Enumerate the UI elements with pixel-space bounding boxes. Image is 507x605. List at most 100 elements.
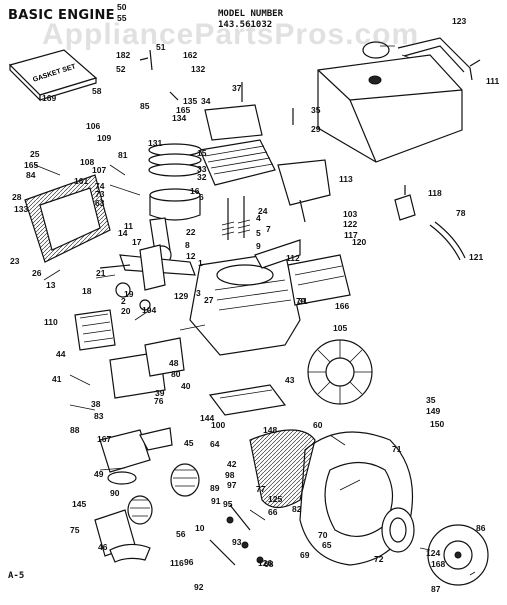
fuel-tank: [317, 41, 463, 163]
part-number-113: 113: [339, 174, 353, 184]
part-number-92: 92: [194, 582, 204, 592]
part-number-105: 105: [333, 323, 347, 333]
part-number-4: 4: [256, 213, 261, 223]
part-number-18: 18: [82, 286, 92, 296]
part-number-117: 117: [344, 230, 358, 240]
part-number-108: 108: [80, 157, 94, 167]
part-number-23: 23: [10, 256, 20, 266]
part-number-95: 95: [223, 499, 233, 509]
cylinder-block: [189, 239, 301, 356]
fuel-line: [429, 221, 466, 261]
part-number-6: 6: [199, 192, 204, 202]
gasket-set-box: GASKET SET: [8, 49, 98, 102]
part-number-42: 42: [227, 459, 237, 469]
part-number-38: 38: [91, 399, 101, 409]
part-number-34: 34: [201, 96, 211, 106]
part-number-44: 44: [56, 349, 66, 359]
part-number-22: 22: [186, 227, 196, 237]
part-number-169: 169: [42, 93, 56, 103]
part-number-8: 8: [185, 240, 190, 250]
part-number-145: 145: [72, 499, 86, 509]
carburetor: [99, 427, 173, 485]
part-number-71: 71: [392, 444, 402, 454]
part-number-68: 68: [264, 559, 274, 569]
part-number-125: 125: [268, 494, 282, 504]
part-number-60: 60: [313, 420, 323, 430]
part-number-135: 135: [183, 96, 197, 106]
part-number-35: 35: [426, 395, 436, 405]
part-number-11: 11: [124, 221, 133, 231]
leader-lines: [34, 45, 476, 576]
part-number-3: 3: [196, 288, 201, 298]
part-number-25: 25: [30, 149, 40, 159]
part-number-65: 65: [322, 540, 332, 550]
part-number-109: 109: [97, 133, 111, 143]
page-mark: A-5: [8, 571, 25, 581]
part-number-104: 104: [142, 305, 156, 315]
part-number-82: 82: [292, 504, 302, 514]
part-number-131: 131: [148, 138, 162, 148]
part-number-73: 73: [95, 189, 105, 199]
part-number-162: 162: [183, 50, 197, 60]
part-number-10: 10: [195, 523, 205, 533]
fuel-shutoff-valve: [394, 185, 416, 221]
part-number-66: 66: [268, 507, 278, 517]
part-number-116: 116: [170, 558, 184, 568]
part-number-144: 144: [200, 413, 214, 423]
part-number-148: 148: [263, 425, 277, 435]
part-number-88: 88: [70, 425, 80, 435]
part-number-106: 106: [86, 121, 100, 131]
part-number-150: 150: [430, 419, 444, 429]
part-number-56: 56: [176, 529, 186, 539]
part-number-84: 84: [26, 170, 36, 180]
part-number-165: 165: [24, 160, 38, 170]
part-number-97: 97: [227, 480, 237, 490]
part-number-110: 110: [44, 317, 58, 327]
crankcase-cover: [24, 174, 111, 263]
part-number-39: 39: [155, 388, 165, 398]
part-number-51: 51: [156, 42, 166, 52]
part-number-87: 87: [431, 584, 441, 594]
part-number-134: 134: [172, 113, 186, 123]
page-title: BASIC ENGINE: [8, 8, 115, 23]
part-number-123: 123: [452, 16, 466, 26]
part-number-16: 16: [190, 186, 200, 196]
part-number-69: 69: [300, 550, 310, 560]
base-plate: [208, 384, 287, 416]
part-number-167: 167: [97, 434, 111, 444]
bolts: [139, 49, 481, 125]
part-number-85: 85: [140, 101, 150, 111]
part-number-80: 80: [171, 369, 181, 379]
part-number-96: 96: [184, 557, 194, 567]
part-number-76: 76: [154, 396, 164, 406]
part-number-124: 124: [426, 548, 440, 558]
part-number-126: 126: [258, 558, 272, 568]
part-number-24: 24: [258, 206, 268, 216]
part-number-74: 74: [95, 181, 105, 191]
part-number-37: 37: [232, 83, 242, 93]
part-number-49: 49: [94, 469, 104, 479]
starter-pulley: [381, 507, 415, 553]
recoil-starter: [427, 524, 489, 586]
part-number-168: 168: [431, 559, 445, 569]
part-number-81: 81: [118, 150, 128, 160]
part-number-118: 118: [428, 188, 442, 198]
part-number-50: 50: [117, 2, 127, 12]
part-number-48: 48: [169, 358, 179, 368]
air-baffle: [249, 429, 316, 509]
part-number-112: 112: [286, 253, 300, 263]
part-number-93: 93: [232, 537, 242, 547]
muffler: [127, 463, 200, 525]
part-number-2: 2: [121, 296, 126, 306]
part-number-41: 41: [52, 374, 62, 384]
part-number-75: 75: [70, 525, 80, 535]
part-number-100: 100: [211, 420, 225, 430]
part-number-52: 52: [116, 64, 126, 74]
part-number-33: 33: [197, 164, 207, 174]
part-number-55: 55: [117, 13, 127, 23]
part-number-89: 89: [210, 483, 220, 493]
part-number-121: 121: [469, 252, 483, 262]
part-number-15: 15: [197, 148, 207, 158]
